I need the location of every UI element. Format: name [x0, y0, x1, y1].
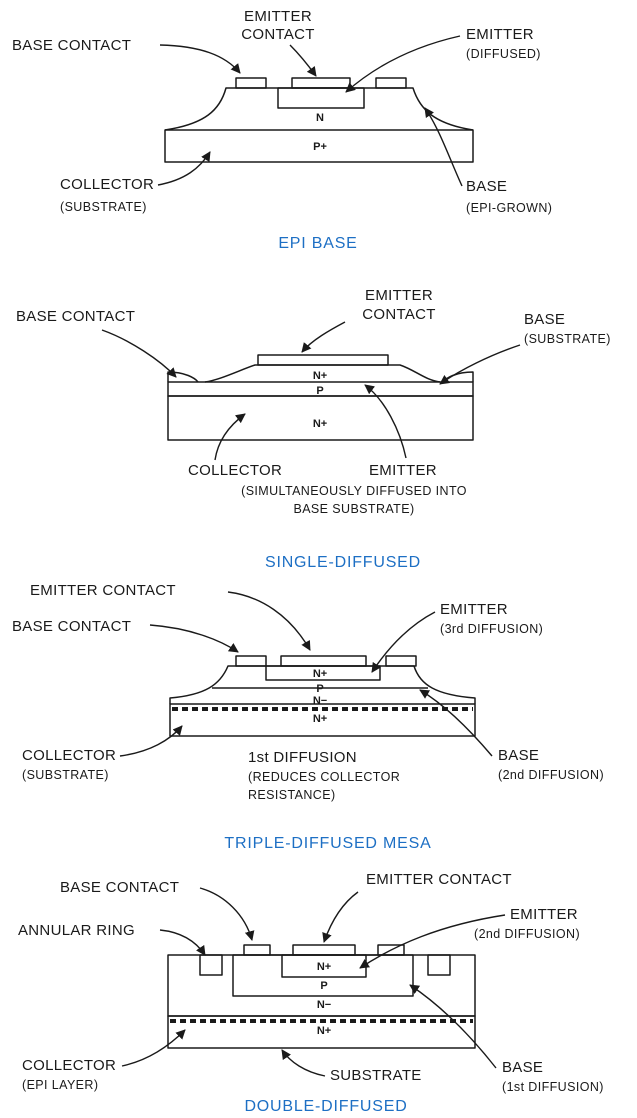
region-label-collector-n-plus: N+ — [313, 418, 327, 430]
epi-base-leader-lines — [157, 35, 463, 187]
base-contact-pad-left — [243, 944, 271, 956]
substrate-n-plus-layer — [169, 703, 476, 737]
first-diffusion-note-line1: (REDUCES COLLECTOR — [248, 770, 400, 784]
base-label: BASE — [502, 1059, 543, 1076]
annular-ring-right — [427, 954, 451, 976]
emitter-label: EMITTER — [369, 462, 437, 479]
emitter-label: EMITTER — [466, 26, 534, 43]
region-label-substrate-n-plus: N+ — [317, 1025, 331, 1037]
base-sublabel: (2nd DIFFUSION) — [498, 768, 604, 782]
base-sublabel: (1st DIFFUSION) — [502, 1080, 604, 1094]
double-diffused-structure: N+ P N− N+ — [167, 944, 476, 1049]
annular-ring-left — [199, 954, 223, 976]
panel-single-diffused: N+ P N+ BASE CONTACT EMITTER CONTACT BAS… — [16, 287, 611, 571]
base-contact-pad-right — [385, 655, 417, 667]
emitter-sublabel: (3rd DIFFUSION) — [440, 622, 543, 636]
region-label-substrate-n-plus: N+ — [313, 713, 327, 725]
region-label-emitter-n-plus: N+ — [313, 668, 327, 680]
diffusion-note-line2: BASE SUBSTRATE) — [293, 502, 414, 516]
collector-sublabel: (EPI LAYER) — [22, 1078, 98, 1092]
base-label: BASE — [498, 747, 539, 764]
collector-sublabel: (SUBSTRATE) — [22, 768, 109, 782]
base-label: BASE — [466, 178, 507, 195]
first-diffusion-note-line2: RESISTANCE) — [248, 788, 336, 802]
annular-ring-label: ANNULAR RING — [18, 922, 135, 939]
region-label-emitter-n-plus: N+ — [313, 370, 327, 382]
region-label-base-p: P — [316, 683, 323, 695]
emitter-contact-label: EMITTER CONTACT — [30, 582, 176, 599]
base-contact-pad-left — [235, 655, 267, 667]
base-contact-pad-right — [375, 77, 407, 89]
emitter-contact-label-line1: EMITTER — [244, 8, 312, 25]
panel-title-single-diffused: SINGLE-DIFFUSED — [265, 554, 421, 571]
diffusion-note-line1: (SIMULTANEOUSLY DIFFUSED INTO — [241, 484, 467, 498]
region-label-base-p: P — [316, 385, 323, 397]
epi-base-structure: N P+ — [164, 77, 474, 163]
base-contact-label: BASE CONTACT — [16, 308, 135, 325]
base-contact-pad-right — [377, 944, 405, 956]
collector-label: COLLECTOR — [22, 747, 116, 764]
region-label-base-p: P — [320, 980, 327, 992]
emitter-contact-pad — [257, 354, 389, 366]
region-label-emitter-n-plus: N+ — [317, 961, 331, 973]
base-contact-right — [442, 371, 474, 383]
base-contact-label: BASE CONTACT — [12, 37, 131, 54]
single-diffused-leader-lines — [101, 321, 521, 461]
region-label-collector-n-minus: N− — [313, 695, 327, 707]
panel-title-double-diffused: DOUBLE-DIFFUSED — [244, 1098, 407, 1115]
first-diffusion-label: 1st DIFFUSION — [248, 749, 357, 766]
panel-triple-diffused-mesa: N+ P N− N+ EMITTER CONTACT BASE CONTACT … — [12, 582, 604, 852]
collector-label: COLLECTOR — [60, 176, 154, 193]
base-sublabel: (EPI-GROWN) — [466, 201, 552, 215]
collector-label: COLLECTOR — [22, 1057, 116, 1074]
emitter-contact-label-line2: CONTACT — [241, 26, 314, 43]
region-label-n: N — [316, 112, 324, 124]
panel-epi-base: N P+ BASE CONTACT EMITTER CONTACT EMITTE… — [12, 8, 552, 252]
emitter-contact-label: EMITTER CONTACT — [366, 871, 512, 888]
emitter-diffusion-region — [277, 87, 365, 109]
collector-label: COLLECTOR — [188, 462, 282, 479]
emitter-contact-pad — [280, 655, 367, 667]
panel-title-epi-base: EPI BASE — [278, 235, 357, 252]
base-contact-label: BASE CONTACT — [60, 879, 179, 896]
base-contact-label: BASE CONTACT — [12, 618, 131, 635]
emitter-sublabel: (2nd DIFFUSION) — [474, 927, 580, 941]
emitter-contact-pad — [292, 944, 356, 956]
base-p-layer — [167, 381, 474, 397]
base-label: BASE — [524, 311, 565, 328]
triple-diffused-leader-lines — [119, 591, 493, 757]
p-plus-substrate-layer — [164, 129, 474, 163]
substrate-label: SUBSTRATE — [330, 1067, 422, 1084]
panel-title-triple-diffused-mesa: TRIPLE-DIFFUSED MESA — [224, 835, 431, 852]
base-sublabel: (SUBSTRATE) — [524, 332, 611, 346]
emitter-label: EMITTER — [440, 601, 508, 618]
emitter-contact-pad — [291, 77, 351, 89]
panel-double-diffused: N+ P N− N+ BASE CONTACT EMITTER CONTACT … — [18, 871, 604, 1115]
emitter-sublabel: (DIFFUSED) — [466, 47, 541, 61]
region-label-p-plus: P+ — [313, 141, 327, 153]
collector-sublabel: (SUBSTRATE) — [60, 200, 147, 214]
emitter-contact-label-line2: CONTACT — [362, 306, 435, 323]
emitter-contact-label-line1: EMITTER — [365, 287, 433, 304]
triple-diffused-structure: N+ P N− N+ — [169, 655, 476, 737]
base-contact-pad-left — [235, 77, 267, 89]
single-diffused-structure: N+ P N+ — [167, 354, 474, 441]
emitter-label: EMITTER — [510, 906, 578, 923]
region-label-collector-n-minus: N− — [317, 999, 331, 1011]
double-diffused-leader-lines — [121, 887, 506, 1077]
